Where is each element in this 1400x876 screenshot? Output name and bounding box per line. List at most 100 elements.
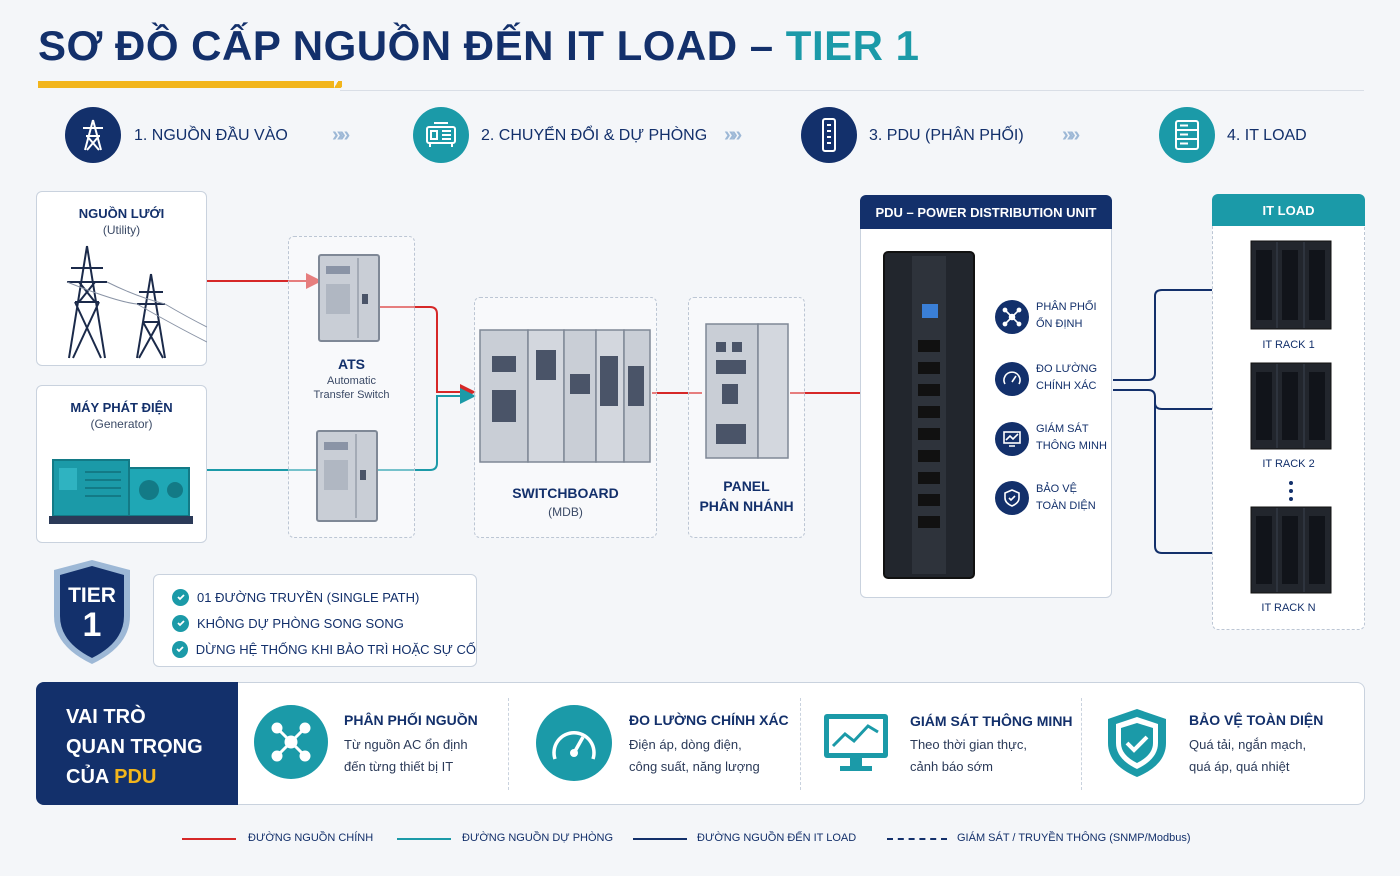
role-4-desc-2: quá áp, quá nhiệt xyxy=(1189,759,1290,774)
diesel-generator-icon xyxy=(49,459,193,524)
transmission-tower-icon xyxy=(66,245,207,359)
it-rack-2-label: IT RACK 2 xyxy=(1262,458,1315,470)
page-title: SƠ ĐỒ CẤP NGUỒN ĐẾN IT LOAD – TIER 1 xyxy=(38,22,920,70)
chevron-2-icon: »» xyxy=(724,124,742,146)
title-underline xyxy=(38,81,334,88)
legend-main-line xyxy=(182,838,236,840)
roles-heading-prefix: CỦA xyxy=(66,766,115,788)
panel-title-1: PANEL xyxy=(723,478,770,494)
roles-heading-line3: CỦA PDU xyxy=(66,762,238,792)
step-4-label: 4. IT LOAD xyxy=(1227,127,1307,144)
pdu-feature-3-text: GIÁM SÁT THÔNG MINH xyxy=(1036,421,1107,455)
step-4-server-icon xyxy=(1159,107,1215,163)
grid-subtitle: (Utility) xyxy=(102,223,141,237)
legend-itload-line xyxy=(633,838,687,840)
role-2-desc: Điện áp, dòng điện, công suất, năng lượng xyxy=(629,734,760,778)
grid-title: NGUỒN LƯỚI xyxy=(78,206,165,221)
rack-ellipsis-icon xyxy=(1289,481,1293,501)
role-4-desc: Quá tải, ngắn mạch, quá áp, quá nhiệt xyxy=(1189,734,1306,778)
role-3-desc-2: cảnh báo sớm xyxy=(910,759,993,774)
role-monitor-icon xyxy=(824,714,888,771)
pdu-feature-1-line1: PHÂN PHỐI xyxy=(1036,301,1097,313)
step-1-power-tower-icon xyxy=(65,107,121,163)
role-divider xyxy=(800,698,801,790)
pdu-rack-icon xyxy=(883,251,975,579)
ats-cabinet-bottom-icon xyxy=(316,430,378,522)
it-load-header: IT LOAD xyxy=(1212,194,1365,226)
title-underline-stripes xyxy=(292,81,342,88)
title-accent: TIER 1 xyxy=(785,22,920,69)
pdu-feature-3-line2: THÔNG MINH xyxy=(1036,440,1107,452)
pdu-feature-4-line1: BẢO VỆ xyxy=(1036,483,1077,495)
pdu-feature-monitor-icon xyxy=(995,422,1029,456)
panel-title-2: PHÂN NHÁNH xyxy=(699,498,794,514)
tier-point-2: KHÔNG DỰ PHÒNG SONG SONG xyxy=(172,610,476,636)
pdu-header: PDU – POWER DISTRIBUTION UNIT xyxy=(860,195,1112,229)
switchboard-subtitle: (MDB) xyxy=(548,505,583,519)
tier-number: 1 xyxy=(82,606,102,644)
step-3-label: 3. PDU (PHÂN PHỐI) xyxy=(869,127,1024,144)
legend-comm-line xyxy=(887,838,947,840)
role-1-desc-1: Từ nguồn AC ổn định xyxy=(344,737,468,752)
step-2-generator-icon xyxy=(413,107,469,163)
generator-title: MÁY PHÁT ĐIỆN xyxy=(70,400,173,415)
tier-point-1-text: 01 ĐƯỜNG TRUYỀN (SINGLE PATH) xyxy=(197,589,420,605)
ats-subtitle-1: Automatic xyxy=(327,375,376,387)
pdu-feature-2-line2: CHÍNH XÁC xyxy=(1036,380,1097,392)
switchboard-cabinet-icon xyxy=(479,329,651,463)
role-3-desc-1: Theo thời gian thực, xyxy=(910,737,1027,752)
pdu-feature-4-line2: TOÀN DIỆN xyxy=(1036,500,1096,512)
generator-box: MÁY PHÁT ĐIỆN (Generator) xyxy=(36,385,207,543)
roles-heading: VAI TRÒ QUAN TRỌNG CỦA PDU xyxy=(36,682,238,805)
pdu-feature-4-text: BẢO VỆ TOÀN DIỆN xyxy=(1036,481,1096,515)
tier-word: TIER xyxy=(68,584,116,607)
role-1-desc-2: đến từng thiết bị IT xyxy=(344,759,454,774)
role-4-title: BẢO VỆ TOÀN DIỆN xyxy=(1189,712,1324,728)
it-rack-1-label: IT RACK 1 xyxy=(1262,339,1315,351)
title-rule xyxy=(340,90,1364,91)
step-3-pdu-icon xyxy=(801,107,857,163)
legend-comm-label: GIÁM SÁT / TRUYỀN THÔNG (SNMP/Modbus) xyxy=(957,832,1191,844)
utility-grid-box: NGUỒN LƯỚI (Utility) xyxy=(36,191,207,366)
it-rack-1-server-icon xyxy=(1250,240,1332,330)
generator-subtitle: (Generator) xyxy=(90,417,153,431)
legend-backup-label: ĐƯỜNG NGUỒN DỰ PHÒNG xyxy=(462,832,614,844)
ats-subtitle-2: Transfer Switch xyxy=(313,389,390,401)
check-icon xyxy=(172,614,189,632)
check-icon xyxy=(172,588,189,606)
legend-itload-label: ĐƯỜNG NGUỒN ĐẾN IT LOAD xyxy=(697,832,857,844)
role-4-desc-1: Quá tải, ngắn mạch, xyxy=(1189,737,1307,752)
branch-panel-cabinet-icon xyxy=(705,323,789,459)
switchboard-title: SWITCHBOARD xyxy=(512,485,619,501)
check-icon xyxy=(172,640,188,658)
role-2-desc-1: Điện áp, dòng điện, xyxy=(629,737,742,752)
tier-point-3-text: DỪNG HỆ THỐNG KHI BẢO TRÌ HOẶC SỰ CỐ xyxy=(195,641,476,657)
chevron-1-icon: »» xyxy=(332,124,350,146)
tier-point-1: 01 ĐƯỜNG TRUYỀN (SINGLE PATH) xyxy=(172,584,476,610)
tier-points-box: 01 ĐƯỜNG TRUYỀN (SINGLE PATH) KHÔNG DỰ P… xyxy=(153,574,477,667)
pdu-feature-3-line1: GIÁM SÁT xyxy=(1036,423,1089,435)
step-1-label: 1. NGUỒN ĐẦU VÀO xyxy=(134,127,288,144)
role-1-title: PHÂN PHỐI NGUỒN xyxy=(344,712,478,728)
role-divider xyxy=(508,698,509,790)
role-3-desc: Theo thời gian thực, cảnh báo sớm xyxy=(910,734,1027,778)
roles-heading-accent: PDU xyxy=(114,766,157,788)
pdu-feature-2-line1: ĐO LƯỜNG xyxy=(1036,363,1097,375)
tier-point-2-text: KHÔNG DỰ PHÒNG SONG SONG xyxy=(197,615,404,631)
legend-main-label: ĐƯỜNG NGUỒN CHÍNH xyxy=(248,832,374,844)
step-2-label: 2. CHUYỂN ĐỔI & DỰ PHÒNG xyxy=(481,127,708,144)
role-2-desc-2: công suất, năng lượng xyxy=(629,759,760,774)
role-2-title: ĐO LƯỜNG CHÍNH XÁC xyxy=(629,712,789,728)
ats-title: ATS xyxy=(338,356,365,372)
ats-cabinet-top-icon xyxy=(318,254,380,342)
tier-shield-icon xyxy=(54,560,130,664)
pdu-feature-2-text: ĐO LƯỜNG CHÍNH XÁC xyxy=(1036,361,1097,395)
role-1-desc: Từ nguồn AC ổn định đến từng thiết bị IT xyxy=(344,734,468,778)
roles-heading-line1: VAI TRÒ xyxy=(66,706,146,728)
role-distribution-icon xyxy=(254,705,328,779)
role-shield-icon xyxy=(1108,709,1166,777)
it-rack-n-server-icon xyxy=(1250,506,1332,594)
it-rack-2-server-icon xyxy=(1250,362,1332,450)
